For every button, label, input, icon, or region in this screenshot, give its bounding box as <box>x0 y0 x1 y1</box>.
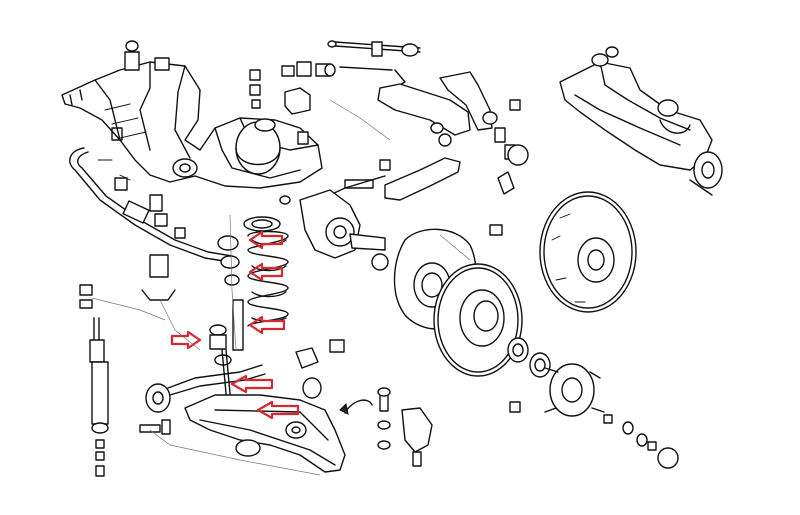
arrow-coil-spring <box>248 262 284 282</box>
arrow-bump-stop <box>230 374 274 394</box>
anti-roll-bar <box>69 147 233 301</box>
upper-mount <box>249 69 311 145</box>
bump-stop-rubber <box>295 339 345 399</box>
lower-arm <box>145 364 346 473</box>
lower-arm-bolts <box>139 419 321 476</box>
drop-link-parts <box>114 177 186 239</box>
arrow-coil-spring-lower <box>248 315 286 335</box>
spring-stack <box>217 216 281 286</box>
hub-nut-stack <box>603 414 679 469</box>
brake-disc-center <box>433 263 523 377</box>
spring-stack-washer-1 <box>217 235 239 251</box>
wheel-hub <box>509 363 605 417</box>
brake-disc-right <box>539 191 637 313</box>
crossmember <box>61 61 323 189</box>
upper-link-rods <box>281 40 421 87</box>
ball-joint <box>339 387 433 467</box>
arrow-spring-upper-seat <box>248 230 284 250</box>
arrow-lower-arm-bush <box>256 400 300 420</box>
steering-arm <box>329 133 461 201</box>
small-parts-top-right <box>489 99 529 236</box>
spring-upper-seat <box>243 216 281 232</box>
lower-arm-bush <box>145 383 171 413</box>
top-mount-studs <box>111 40 170 141</box>
wheel-bearings <box>507 337 551 378</box>
shock-absorber <box>79 284 166 477</box>
assembled-view <box>559 46 723 196</box>
coil-spring <box>247 230 289 327</box>
highlight-arrows <box>170 230 300 420</box>
arrow-spacer-bushes <box>170 330 202 350</box>
guide-lines <box>159 99 471 351</box>
stub-axle-knuckle <box>279 189 389 271</box>
upper-arm <box>377 71 498 136</box>
